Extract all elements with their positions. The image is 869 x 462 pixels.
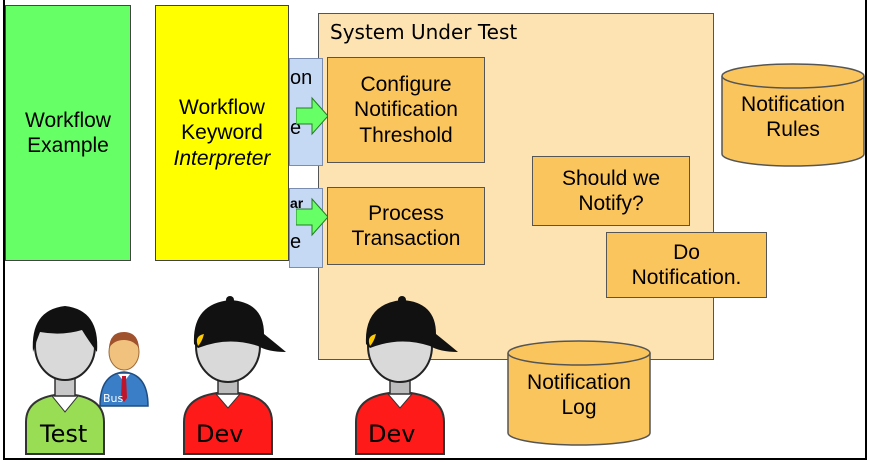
diagram-frame [3, 0, 867, 460]
workflow-example-box: Workflow Example [5, 5, 131, 261]
developer-2-label: Dev [368, 420, 416, 448]
developer-2-icon [355, 296, 458, 455]
interpreter-line3: Interpreter [173, 146, 271, 170]
notification-rules-database [721, 63, 865, 167]
should-notify-step: Should we Notify? [532, 156, 690, 226]
fixture-box-bottom: ar e [289, 188, 323, 268]
configure-threshold-step: Configure Notification Threshold [327, 57, 485, 163]
fixture-bottom-fragment: ar [290, 195, 304, 211]
tester-label: Test [40, 420, 88, 448]
notification-log-database [507, 340, 651, 446]
process-transaction-step: Process Transaction [327, 187, 485, 265]
process-line1: Process [368, 201, 444, 225]
do-notification-line2: Notification. [631, 266, 742, 289]
process-line2: Transaction [351, 227, 461, 250]
interpreter-line1: Workflow [179, 96, 265, 120]
log-line2: Log [561, 396, 597, 420]
arrow-to-configure [296, 96, 329, 136]
should-notify-line1: Should we [561, 166, 661, 190]
business-label: Bus [103, 392, 124, 405]
fixture-bottom-fragment-2: e [290, 231, 302, 253]
fixture-top-fragment-2: e [290, 117, 302, 139]
configure-line3: Threshold [359, 123, 453, 147]
rules-line1: Notification [741, 93, 845, 116]
workflow-example-line1: Workflow [25, 108, 111, 132]
business-person-icon [99, 332, 149, 407]
configure-line2: Notification [354, 98, 458, 122]
keyword-interpreter-box: Workflow Keyword Interpreter [155, 5, 289, 261]
workflow-example-line2: Example [27, 134, 109, 157]
do-notification-line1: Do [673, 240, 700, 264]
configure-line1: Configure [360, 73, 452, 97]
system-under-test-title: System Under Test [330, 20, 518, 44]
fixture-top-fragment: on [290, 67, 313, 89]
interpreter-line2: Keyword [181, 121, 263, 145]
log-line1: Notification [527, 371, 631, 394]
should-notify-line2: Notify? [578, 192, 644, 215]
do-notification-step: Do Notification. [606, 232, 767, 298]
notification-log-label: Notification Log [508, 370, 650, 420]
notification-rules-label: Notification Rules [722, 92, 864, 142]
rules-line2: Rules [766, 118, 820, 142]
developer-1-label: Dev [196, 420, 244, 448]
arrow-to-process [296, 197, 329, 237]
tester-person-icon [25, 306, 105, 455]
developer-1-icon [183, 296, 286, 455]
